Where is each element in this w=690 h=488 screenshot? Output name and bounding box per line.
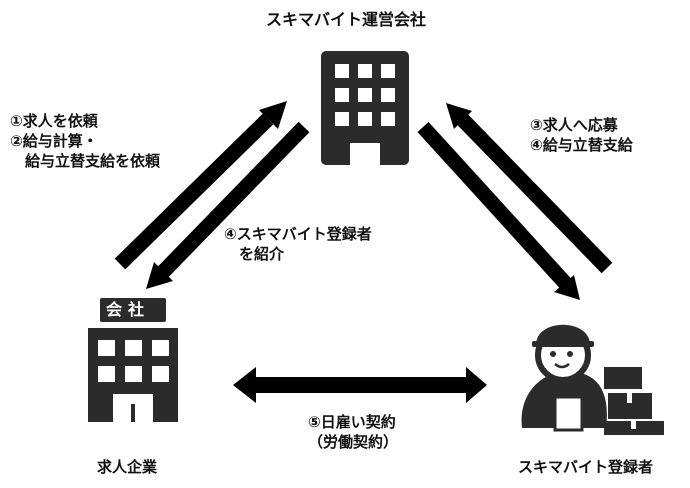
company-label: 求人企業 <box>97 458 158 476</box>
edge-label-line: ④給与立替支給 <box>530 136 633 154</box>
arrow-operator-to-worker <box>417 121 580 300</box>
edge-label-operator-to-company: ④スキマバイト登録者 を紹介 <box>224 224 372 264</box>
arrow-company-to-operator <box>114 101 287 270</box>
edge-label-company-worker: ⑤日雇い契約 （労働契約） <box>308 412 398 452</box>
edge-label-line: を紹介 <box>224 245 285 263</box>
edge-label-line: 給与立替支給を依頼 <box>10 152 161 170</box>
worker-label: スキマバイト登録者 <box>518 458 654 476</box>
arrow-company-worker <box>233 367 487 403</box>
edge-label-line: ④スキマバイト登録者 <box>224 225 372 243</box>
arrow-operator-to-company <box>146 121 310 289</box>
edge-label-line: ②給与計算・ <box>10 132 98 150</box>
edge-label-line: ①求人を依頼 <box>10 112 98 130</box>
edge-label-line: ⑤日雇い契約 <box>308 413 396 431</box>
edge-label-line: （労働契約） <box>308 433 399 451</box>
edge-label-company-to-operator: ①求人を依頼 ②給与計算・ 給与立替支給を依頼 <box>10 111 160 171</box>
company-building-icon <box>88 298 178 424</box>
arrow-worker-to-operator <box>446 103 613 274</box>
edge-label-line: ③求人へ応募 <box>530 116 618 134</box>
operator-label: スキマバイト運営会社 <box>266 10 427 29</box>
worker-with-boxes-icon <box>521 324 664 435</box>
company-sign: 会社 <box>106 300 151 319</box>
office-building-icon <box>321 51 409 166</box>
edge-label-worker-to-operator: ③求人へ応募 ④給与立替支給 <box>530 115 633 155</box>
